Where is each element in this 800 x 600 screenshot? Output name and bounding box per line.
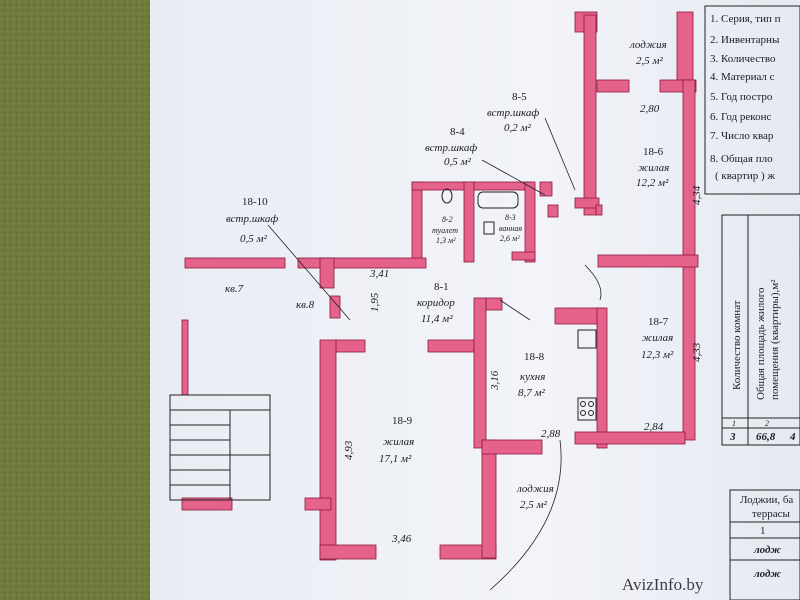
svg-text:2,5 м²: 2,5 м²	[636, 55, 664, 67]
svg-text:3,46: 3,46	[391, 533, 412, 545]
loggia-top-label: лоджия 2,5 м²	[629, 39, 667, 67]
svg-text:66,8: 66,8	[756, 431, 776, 443]
svg-text:ванная: ванная	[499, 224, 522, 233]
svg-text:1: 1	[732, 419, 736, 428]
living-area-header: Общая площадь жилого	[755, 287, 767, 400]
svg-text:8-2: 8-2	[442, 215, 453, 224]
svg-text:2,80: 2,80	[640, 103, 660, 115]
svg-text:2,6 м²: 2,6 м²	[500, 234, 520, 243]
loggia-bottom-label: лоджия 2,5 м²	[516, 483, 554, 511]
svg-text:лодж: лодж	[753, 544, 781, 556]
room-area: 0,2 м²	[504, 122, 532, 134]
svg-text:3,16: 3,16	[489, 370, 501, 391]
svg-text:коридор: коридор	[417, 297, 455, 309]
svg-text:8. Общая пло: 8. Общая пло	[710, 153, 773, 165]
svg-text:17,1 м²: 17,1 м²	[379, 453, 412, 465]
svg-text:4: 4	[789, 431, 796, 443]
svg-text:11,4 м²: 11,4 м²	[421, 313, 453, 325]
svg-text:0,5 м²: 0,5 м²	[240, 233, 268, 245]
bathtub-icon	[477, 191, 519, 209]
svg-text:4,93: 4,93	[343, 440, 355, 460]
svg-text:лоджия: лоджия	[516, 483, 554, 495]
svg-text:лоджия: лоджия	[629, 39, 667, 51]
svg-text:кв.7: кв.7	[225, 283, 244, 295]
svg-text:2,88: 2,88	[541, 428, 561, 440]
svg-text:6. Год реконс: 6. Год реконс	[710, 111, 771, 123]
svg-text:туалет: туалет	[432, 226, 458, 235]
svg-text:1: 1	[760, 525, 766, 537]
svg-text:кухня: кухня	[520, 371, 545, 383]
room-8-3-label: 8-3 ванная 2,6 м²	[499, 213, 522, 243]
svg-text:2,5 м²: 2,5 м²	[520, 499, 548, 511]
room-18-6-label: 18-6 жилая 12,2 м²	[636, 146, 669, 189]
toilet-icon	[441, 188, 453, 204]
leader-lines	[267, 117, 602, 591]
walls	[181, 11, 699, 561]
apartment-labels: кв.7 кв.8	[225, 283, 315, 311]
svg-text:террасы: террасы	[752, 508, 790, 520]
svg-text:5. Год постро: 5. Год постро	[710, 91, 773, 103]
svg-text:12,2 м²: 12,2 м²	[636, 177, 669, 189]
svg-text:18-10: 18-10	[242, 196, 268, 208]
svg-text:жилая: жилая	[642, 332, 673, 344]
svg-text:8,7 м²: 8,7 м²	[518, 387, 546, 399]
svg-text:18-9: 18-9	[392, 415, 413, 427]
svg-text:кв.8: кв.8	[296, 299, 315, 311]
room-18-7-label: 18-7 жилая 12,3 м²	[641, 316, 674, 361]
room-labels: 8-5 встр.шкаф 0,2 м² 8-4 встр.шкаф 0,5 м…	[226, 39, 674, 511]
loggia-table: Лоджии, ба террасы 1 лодж лодж	[729, 489, 800, 600]
svg-text:3: 3	[729, 431, 736, 443]
dimensions: 2,80 4,34 3,41 1,95 4,33 3,16 2,84 2,88 …	[343, 103, 703, 545]
svg-text:1. Серия, тип п: 1. Серия, тип п	[710, 13, 781, 25]
svg-text:1,95: 1,95	[369, 292, 381, 312]
svg-text:жилая: жилая	[638, 162, 669, 174]
svg-text:12,3 м²: 12,3 м²	[641, 349, 674, 361]
fixtures	[441, 188, 597, 421]
svg-text:8-1: 8-1	[434, 281, 449, 293]
svg-text:4,34: 4,34	[691, 185, 703, 205]
svg-text:18-7: 18-7	[648, 316, 669, 328]
svg-text:помещения (квартиры),м²: помещения (квартиры),м²	[769, 279, 781, 400]
area-table: Количество комнат Общая площадь жилого п…	[721, 214, 800, 446]
svg-text:8-3: 8-3	[505, 213, 516, 222]
room-18-10-label: 18-10 встр.шкаф 0,5 м²	[226, 196, 278, 245]
svg-text:7. Число квар: 7. Число квар	[710, 130, 774, 142]
svg-text:Лоджии, ба: Лоджии, ба	[740, 494, 793, 506]
room-8-4-label: 8-4 встр.шкаф 0,5 м²	[425, 126, 477, 168]
svg-text:( квартир ) ж: ( квартир ) ж	[715, 170, 775, 182]
svg-text:4. Материал с: 4. Материал с	[710, 71, 775, 83]
room-8-5-label: 8-5 встр.шкаф 0,2 м²	[487, 91, 539, 134]
svg-text:встр.шкаф: встр.шкаф	[226, 213, 278, 225]
room-8-1-label: 8-1 коридор 11,4 м²	[417, 281, 455, 325]
svg-text:3,41: 3,41	[369, 268, 389, 280]
svg-text:лодж: лодж	[753, 568, 781, 580]
svg-text:2: 2	[765, 419, 769, 428]
svg-text:0,5 м²: 0,5 м²	[444, 156, 472, 168]
rooms-count-header: Количество комнат	[731, 300, 743, 390]
svg-text:встр.шкаф: встр.шкаф	[425, 142, 477, 154]
svg-text:18-6: 18-6	[643, 146, 664, 158]
sink-icon	[483, 221, 495, 235]
svg-text:8-4: 8-4	[450, 126, 465, 138]
room-8-2-label: 8-2 туалет 1,3 м²	[432, 215, 458, 245]
svg-text:18-8: 18-8	[524, 351, 545, 363]
svg-text:3. Количество: 3. Количество	[710, 53, 776, 65]
svg-text:жилая: жилая	[383, 436, 414, 448]
svg-text:4,33: 4,33	[691, 342, 703, 362]
room-name: встр.шкаф	[487, 107, 539, 119]
room-id: 8-5	[512, 91, 527, 103]
watermark: AvizInfo.by	[622, 575, 704, 594]
room-18-9-label: 18-9 жилая 17,1 м²	[379, 415, 414, 465]
stairwell	[169, 394, 271, 501]
kitchen-sink-icon	[577, 329, 597, 349]
stove-icon	[577, 397, 597, 421]
info-list-box: 1. Серия, тип п 2. Инвентарны 3. Количес…	[704, 5, 800, 195]
room-18-8-label: 18-8 кухня 8,7 м²	[518, 351, 546, 399]
svg-text:1,3 м²: 1,3 м²	[436, 236, 456, 245]
svg-text:2,84: 2,84	[644, 421, 664, 433]
svg-text:2. Инвентарны: 2. Инвентарны	[710, 34, 780, 46]
